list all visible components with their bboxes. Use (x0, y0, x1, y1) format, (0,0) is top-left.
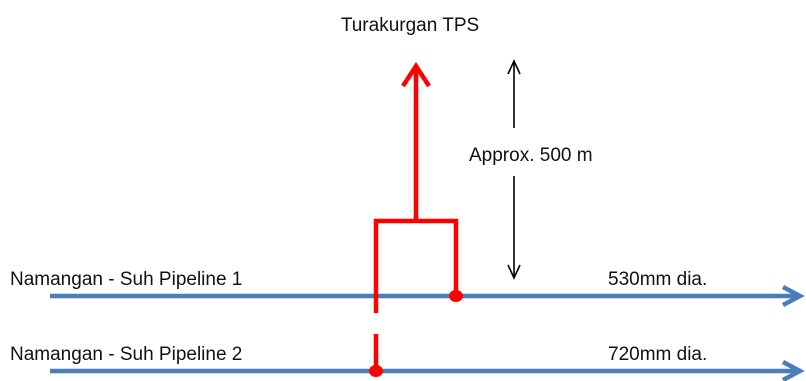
branch-arrowhead (401, 61, 431, 88)
dimension-arrow-down (507, 264, 521, 280)
branch-header (373, 218, 459, 313)
dimension-arrow-up (507, 59, 521, 75)
destination-label: Turakurgan TPS (341, 15, 479, 36)
pipeline-1-arrowhead (781, 285, 805, 307)
pipeline-2-arrowhead (781, 360, 805, 381)
branch-connection (369, 61, 463, 377)
pipeline-2-name: Namangan - Suh Pipeline 2 (10, 344, 242, 365)
tie-in-point-pipeline-1 (449, 290, 463, 302)
pipeline-1-diameter: 530mm dia. (608, 269, 707, 290)
pipeline-2-diameter: 720mm dia. (608, 344, 707, 365)
pipeline-1-name: Namangan - Suh Pipeline 1 (10, 269, 242, 290)
pipeline-2 (50, 360, 805, 381)
distance-label: Approx. 500 m (469, 145, 593, 166)
distance-dimension: Approx. 500 m (469, 59, 593, 280)
pipeline-1 (50, 285, 805, 307)
tie-in-point-pipeline-2 (369, 365, 383, 377)
